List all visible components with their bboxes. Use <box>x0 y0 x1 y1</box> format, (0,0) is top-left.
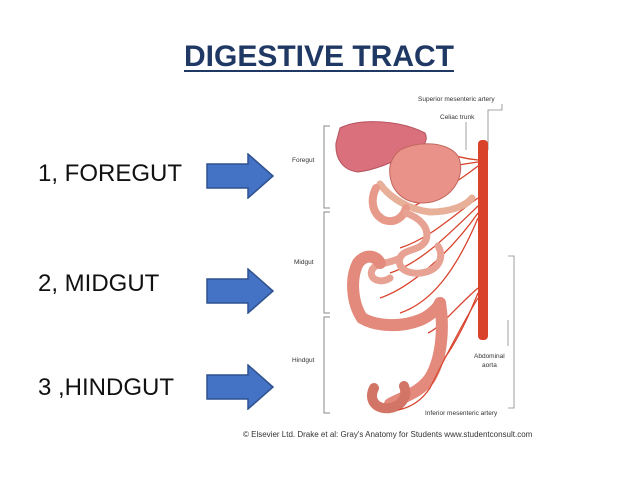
image-credit: © Elsevier Ltd. Drake et al: Gray's Anat… <box>243 430 533 439</box>
midgut-arrow-icon <box>206 268 274 314</box>
rectum <box>367 381 411 414</box>
pancreas <box>376 180 476 216</box>
duodenum <box>368 184 410 225</box>
hindgut-figure-label: Hindgut <box>292 357 315 364</box>
inferior-mesenteric-artery-label: Inferior mesenteric artery <box>425 410 498 417</box>
hindgut-bracket <box>323 316 330 414</box>
stomach <box>389 143 462 204</box>
hindgut-label: 3 ,HINDGUT <box>38 374 175 401</box>
abdominal-aorta <box>478 140 488 340</box>
slide-title: DIGESTIVE TRACT <box>183 40 454 73</box>
small-intestine <box>367 209 445 285</box>
foregut-label: 1, FOREGUT <box>38 160 183 187</box>
foregut-figure-label: Foregut <box>292 157 315 164</box>
midgut-bracket <box>323 211 330 314</box>
abdominal-aorta-label-2: aorta <box>482 362 497 369</box>
abdominal-aorta-label: Abdominal <box>474 353 505 360</box>
foregut-arrow-icon <box>206 153 274 199</box>
large-intestine <box>347 250 448 410</box>
superior-mesenteric-artery-label: Superior mesenteric artery <box>418 96 495 103</box>
midgut-label: 2, MIDGUT <box>38 270 160 297</box>
hindgut-arrow-icon <box>206 364 274 410</box>
midgut-figure-label: Midgut <box>294 259 314 266</box>
digestive-tract-diagram: Foregut Midgut Hindgut Superior mesenter… <box>292 96 515 417</box>
celiac-trunk-label: Celiac trunk <box>440 114 475 121</box>
foregut-bracket <box>323 125 330 209</box>
